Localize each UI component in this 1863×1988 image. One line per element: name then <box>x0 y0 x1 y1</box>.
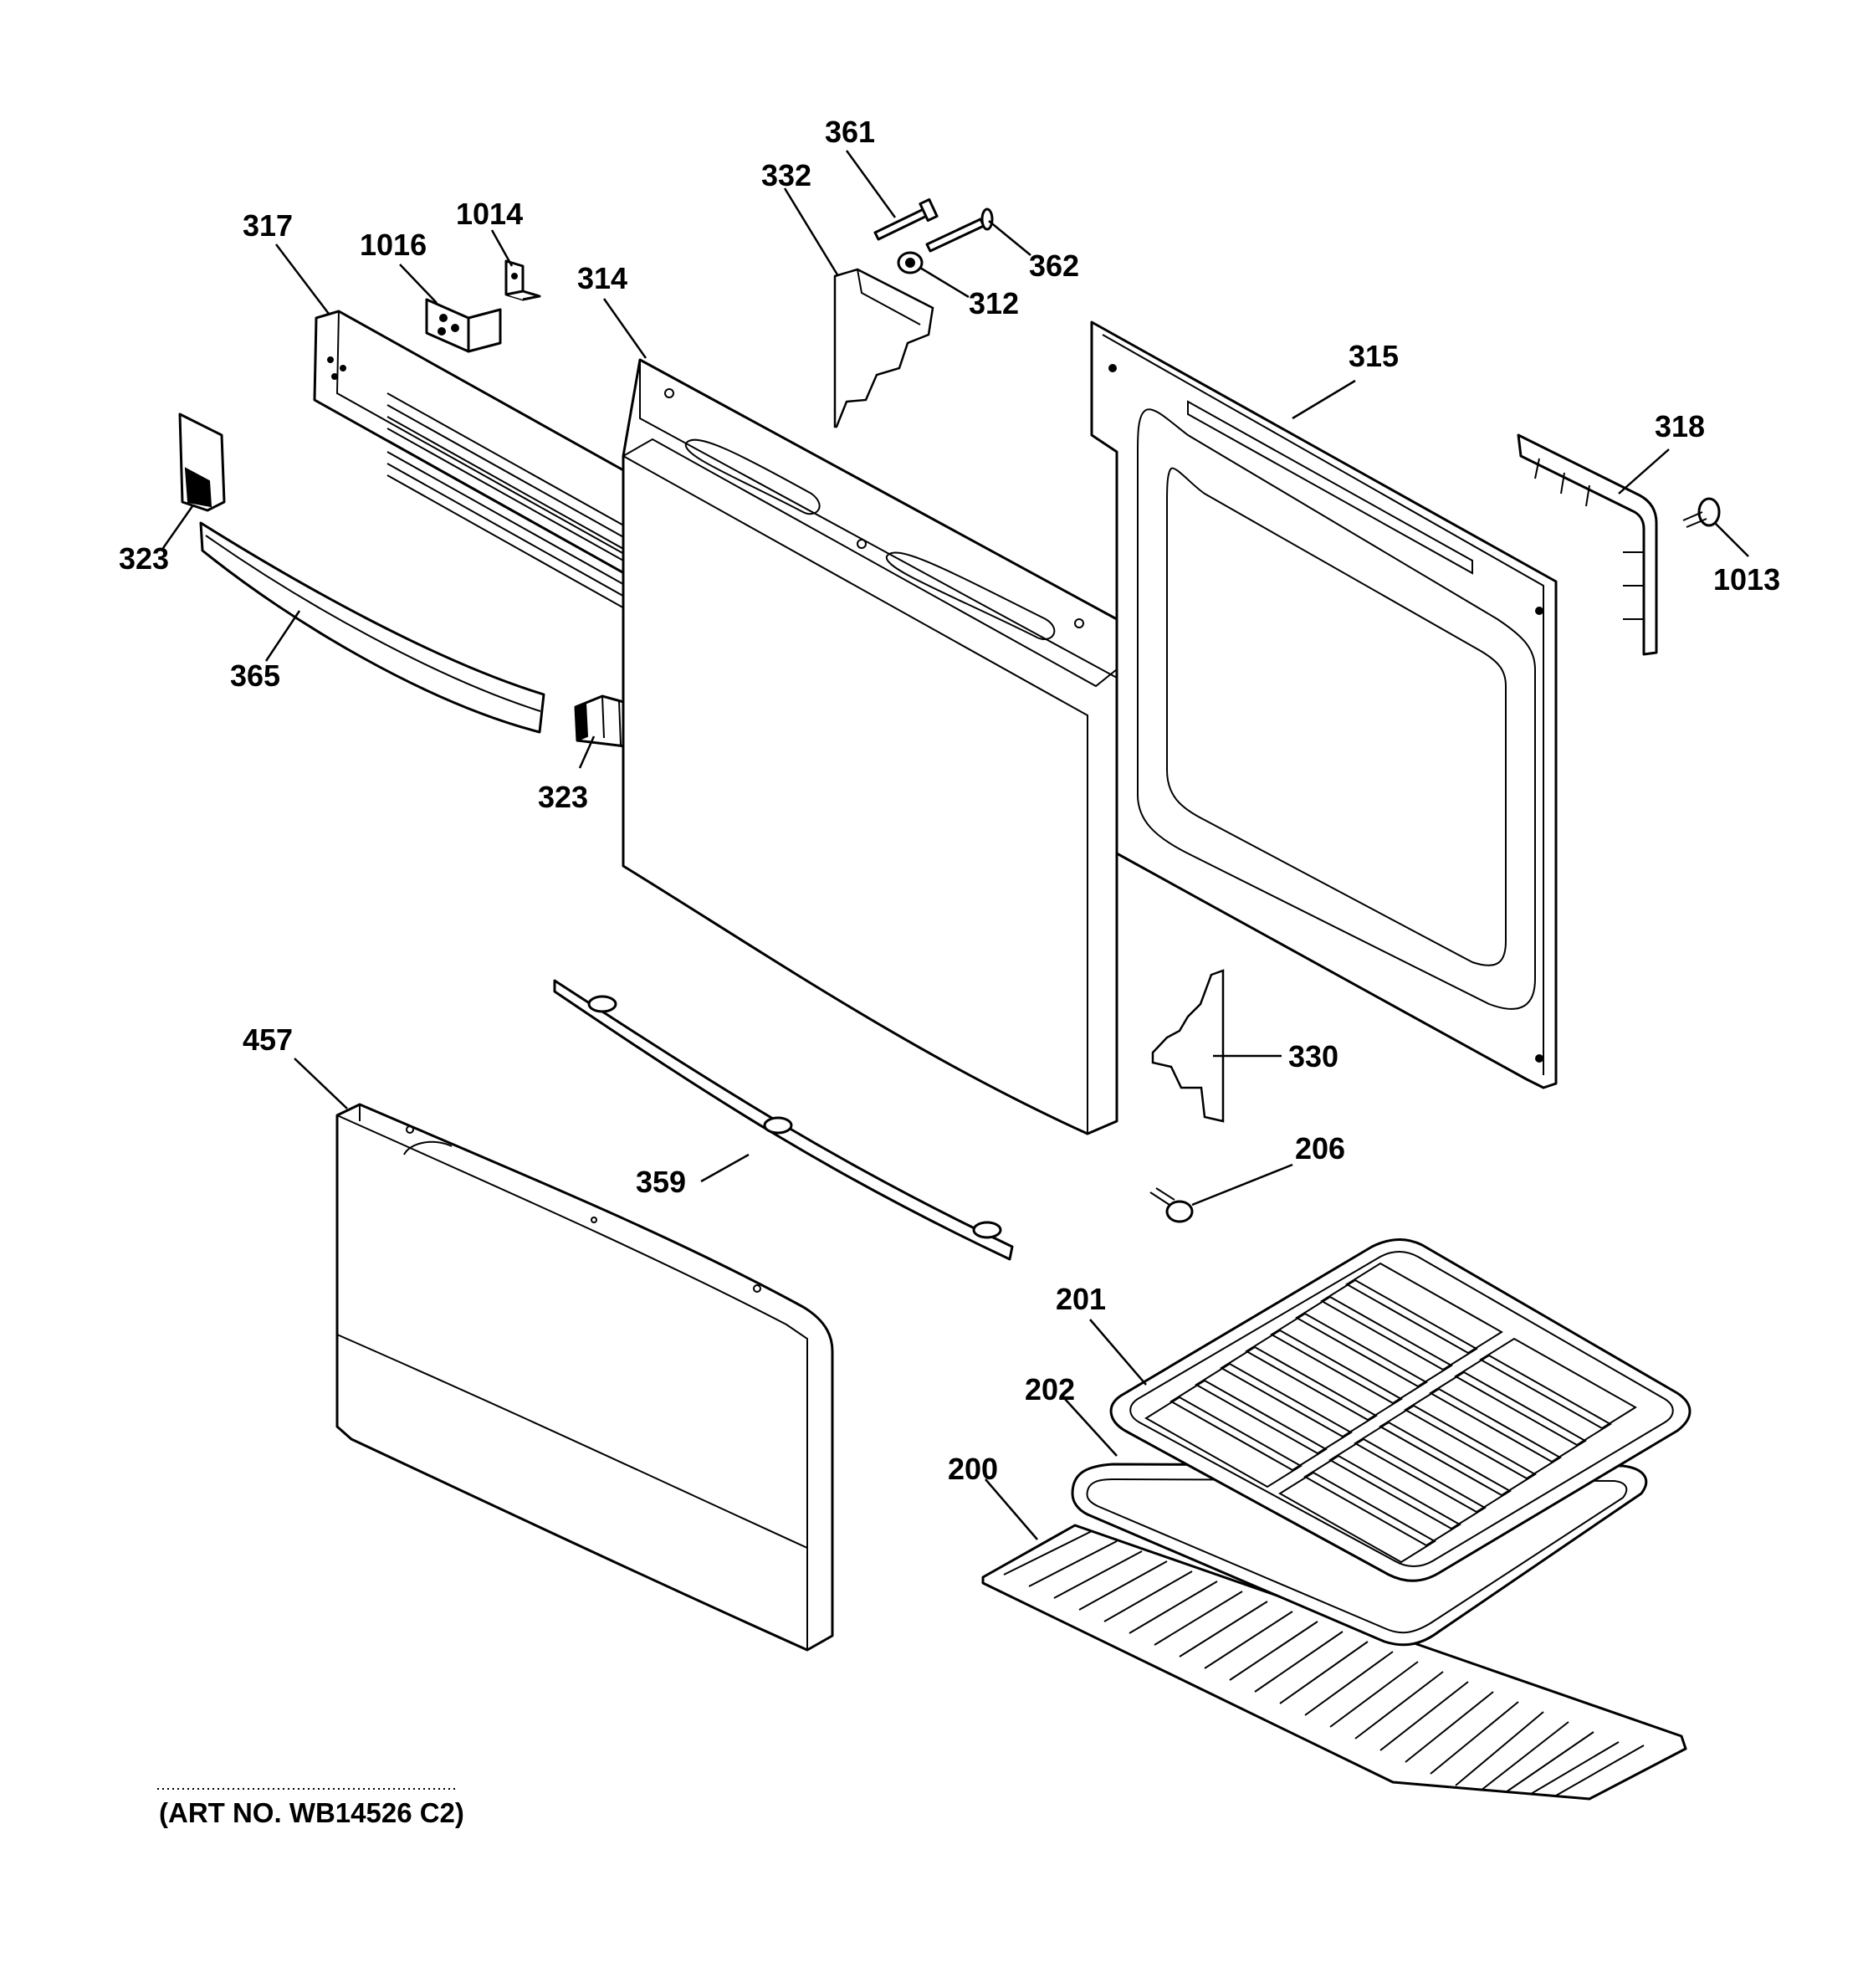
part-361-screw <box>873 197 939 241</box>
part-312-washer <box>897 251 924 274</box>
part-1016-bracket <box>425 298 502 353</box>
callout-323-left: 323 <box>119 541 169 576</box>
art-number-block: (ART NO. WB14526 C2) <box>157 1788 464 1828</box>
callout-206: 206 <box>1295 1131 1345 1166</box>
part-457-drawer-front <box>335 1103 834 1652</box>
callout-361: 361 <box>825 115 875 149</box>
callout-1013: 1013 <box>1713 562 1780 597</box>
callout-332: 332 <box>761 158 811 192</box>
callout-201: 201 <box>1056 1282 1106 1316</box>
part-1014-bracket <box>504 259 541 301</box>
callout-362: 362 <box>1029 248 1079 283</box>
part-330-glass <box>1151 969 1225 1123</box>
part-323-end-cap-left <box>178 412 226 512</box>
part-1013-screw <box>1682 497 1721 528</box>
callout-330: 330 <box>1288 1039 1338 1073</box>
callout-317: 317 <box>243 208 293 243</box>
callout-318: 318 <box>1655 409 1705 443</box>
part-362-screw <box>925 208 994 253</box>
part-359-trim-strip <box>553 979 1014 1261</box>
callout-200: 200 <box>948 1452 998 1486</box>
art-number: (ART NO. WB14526 C2) <box>159 1797 464 1828</box>
callout-314: 314 <box>577 261 627 295</box>
part-365-handle <box>199 521 545 734</box>
part-314-door-panel <box>622 358 1118 1135</box>
callout-359: 359 <box>636 1165 686 1199</box>
part-315-inner-door <box>1090 320 1558 1089</box>
leader-lines <box>161 150 1749 1540</box>
callout-312: 312 <box>969 286 1019 320</box>
callout-457: 457 <box>243 1022 293 1057</box>
part-200-rack <box>981 1524 1687 1801</box>
callout-323-right: 323 <box>538 780 588 814</box>
callout-202: 202 <box>1025 1372 1075 1406</box>
part-206-screw <box>1149 1187 1194 1223</box>
part-332-glass <box>833 268 934 428</box>
callout-315: 315 <box>1349 339 1399 373</box>
part-201-broiler-grid <box>1109 1237 1692 1582</box>
callout-1014: 1014 <box>456 197 523 231</box>
callout-labels: 317 1016 1014 314 332 361 362 312 315 31… <box>119 115 1780 1486</box>
callout-365: 365 <box>230 658 280 693</box>
callout-1016: 1016 <box>360 228 427 262</box>
